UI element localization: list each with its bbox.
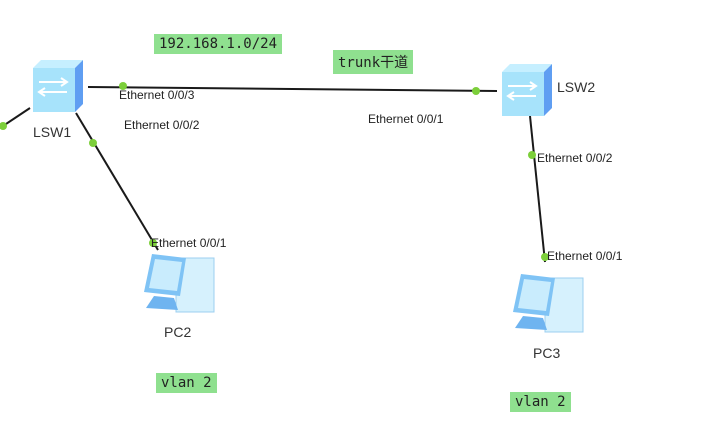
port-label: Ethernet 0/0/2 [537, 151, 613, 165]
port-label: Ethernet 0/0/2 [124, 118, 200, 132]
pc3-computer-icon[interactable] [509, 272, 587, 334]
lsw1-switch-icon[interactable] [27, 58, 89, 114]
lsw2-label: LSW2 [557, 79, 596, 95]
port-dot [541, 253, 549, 261]
pc3-label: PC3 [533, 345, 561, 361]
link-lsw1-pc2[interactable] [75, 112, 159, 251]
port-label: Ethernet 0/0/3 [119, 88, 195, 102]
link-lsw1-lsw2[interactable] [87, 86, 498, 92]
subnet-note: 192.168.1.0/24 [154, 34, 283, 54]
port-dot [528, 151, 536, 159]
port-dot [119, 82, 127, 90]
port-label: Ethernet 0/0/1 [547, 249, 623, 263]
pc3-vlan-note: vlan 2 [510, 392, 571, 412]
pc2-computer-icon[interactable] [140, 252, 218, 314]
pc2-label: PC2 [164, 324, 192, 340]
port-label: Ethernet 0/0/1 [368, 112, 444, 126]
lsw2-switch-icon[interactable] [496, 62, 558, 118]
port-label: Ethernet 0/0/1 [151, 236, 227, 250]
port-dot [89, 139, 97, 147]
trunk-note: trunk干道 [333, 50, 414, 74]
lsw1-label: LSW1 [33, 124, 72, 140]
port-dot [0, 122, 7, 130]
pc2-vlan-note: vlan 2 [156, 373, 217, 393]
link-lsw2-pc3[interactable] [529, 115, 546, 263]
port-dot [472, 87, 480, 95]
port-dot [149, 239, 157, 247]
